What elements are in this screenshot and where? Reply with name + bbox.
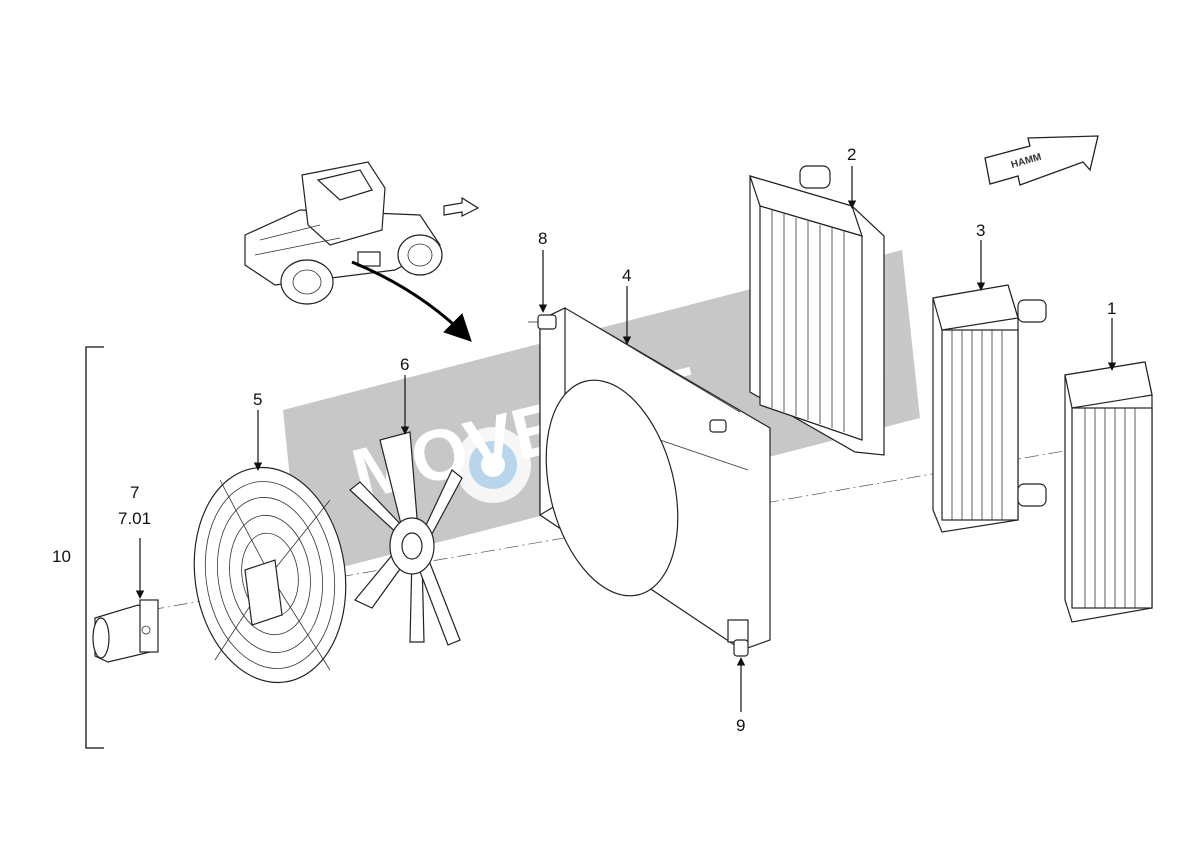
part-9-rubber-mount: [733, 639, 749, 657]
callout-8: 8: [538, 229, 547, 248]
overview-pointer-arrow: [351, 260, 472, 342]
callout-7: 7: [130, 483, 139, 502]
watermark-logo-icon: [455, 427, 531, 503]
callout-4: 4: [622, 266, 631, 285]
callout-5: 5: [253, 390, 262, 409]
callout-6: 6: [400, 355, 409, 374]
callout-1: 1: [1107, 299, 1116, 318]
callout-2: 2: [847, 145, 856, 164]
callout-3: 3: [976, 221, 985, 240]
part-4-fan-shroud: [539, 307, 771, 651]
callout-10: 10: [52, 547, 71, 566]
part-2-radiator: [749, 165, 885, 456]
part-3-cooler: [932, 284, 1047, 533]
group-bracket-10: [85, 346, 104, 749]
roller-machine-illustration: [244, 161, 443, 305]
callout-9: 9: [736, 716, 745, 735]
part-8-rubber-mount: [528, 314, 727, 433]
part-6-fan: [349, 431, 463, 646]
part-1-cooler: [1064, 361, 1153, 623]
direction-arrow-small-icon: [443, 196, 480, 217]
hamm-direction-arrow-icon: HAMM: [984, 135, 1099, 186]
part-7-hydraulic-motor: [92, 599, 159, 663]
callout-7-01: 7.01: [118, 509, 151, 528]
part-5-fan-guard: [193, 466, 347, 684]
